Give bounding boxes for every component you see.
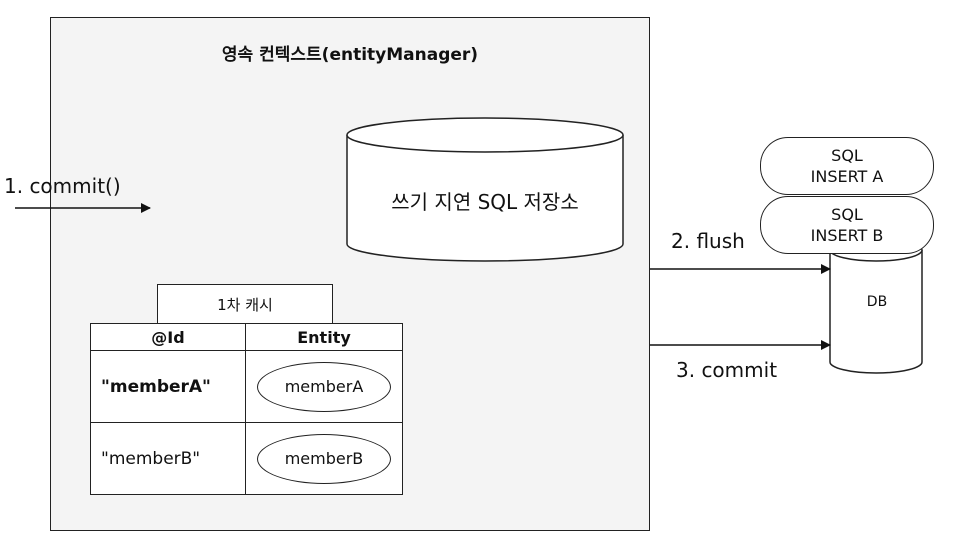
entity-oval: memberB [257,433,391,484]
sql-insert-b-pill: SQL INSERT B [760,196,934,254]
commit-call-label: 1. commit() [4,174,121,198]
sql-insert-a-pill: SQL INSERT A [760,137,934,195]
db-label: DB [866,294,888,310]
cache-id-cell: "memberB" [90,422,246,495]
entity-oval: memberA [257,361,391,412]
sql-insert-b-line1: SQL [831,205,863,224]
table-row: "memberA" memberA [90,350,403,423]
table-row: "memberB" memberB [90,422,403,495]
cache-entity-cell: memberB [245,422,403,495]
sql-store-label: 쓰기 지연 SQL 저장소 [391,190,579,214]
cache-header-entity: Entity [245,323,403,351]
sql-insert-a-line2: INSERT A [810,167,884,186]
db-commit-label: 3. commit [676,358,778,382]
first-level-cache-title: 1차 캐시 [157,284,333,324]
flush-label: 2. flush [671,229,745,253]
cache-header-row: @Id Entity [90,323,403,351]
sql-store-cylinder [346,117,624,262]
first-level-cache-table: @Id Entity "memberA" memberA "memberB" m… [90,323,403,495]
persistence-context-title: 영속 컨텍스트(entityManager) [221,45,479,65]
cache-header-id: @Id [90,323,246,351]
cache-entity-cell: memberA [245,350,403,423]
sql-insert-b-line2: INSERT B [810,226,884,245]
sql-insert-a-line1: SQL [831,146,863,165]
cache-id-cell: "memberA" [90,350,246,423]
